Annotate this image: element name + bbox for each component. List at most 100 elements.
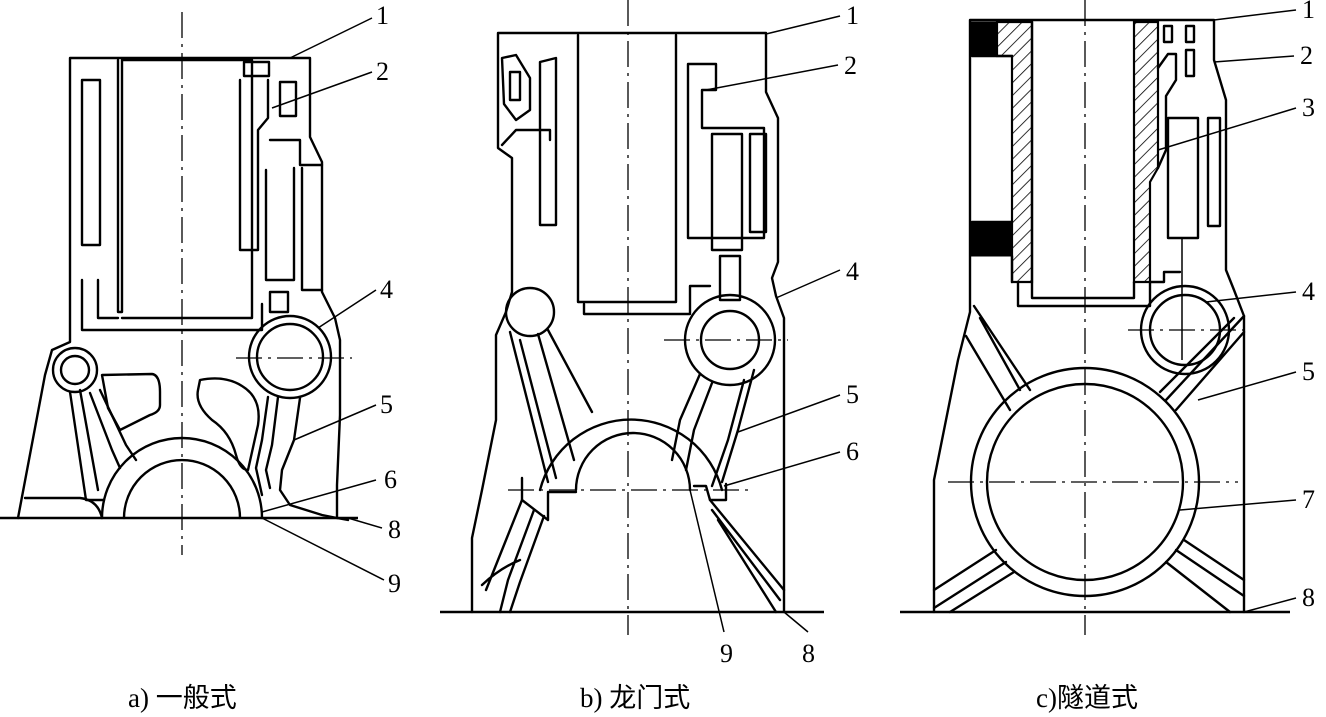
camshaft-bore-b-outer (683, 293, 777, 387)
camshaft-bore-c-inner (1148, 293, 1222, 367)
leader-a-2 (271, 71, 373, 109)
cylinder-bore-c (1016, 20, 1182, 308)
callout-a-9: 9 (388, 569, 401, 598)
gasket-bottom-c (970, 221, 1012, 257)
water-passage-c (1156, 52, 1178, 170)
callout-c-8: 8 (1302, 583, 1315, 612)
block-a-general: 1 2 4 5 6 8 9 (0, 1, 401, 598)
callout-a-2: 2 (376, 57, 389, 86)
base-sweep-a (23, 496, 104, 520)
oil-passage-b (718, 254, 742, 302)
callout-b-9: 9 (720, 639, 733, 668)
leader-a-1 (289, 17, 373, 59)
caption-a: a) 一般式 (128, 683, 237, 713)
main-bearing-a-inner (122, 458, 242, 520)
callout-c-3: 3 (1302, 93, 1315, 122)
leader-a-4 (317, 289, 377, 329)
leader-b-2 (705, 64, 839, 91)
callout-b-2: 2 (844, 51, 857, 80)
callout-b-1: 1 (846, 1, 859, 30)
rib-left-upper-c (964, 304, 1032, 412)
water-slot-c3 (1184, 48, 1196, 78)
rib-left-b (508, 328, 594, 484)
leader-a-6 (261, 479, 377, 513)
leader-b-8 (783, 611, 809, 633)
oil-passage-c2 (1206, 116, 1222, 228)
cylinder-bore-a (116, 58, 254, 320)
liner-flange-a (80, 278, 264, 332)
rib-left-a (68, 388, 138, 502)
leader-c-2 (1213, 55, 1295, 63)
rib-left-lower-c (932, 548, 1016, 614)
leader-a-5 (293, 404, 377, 441)
main-bearing-b-outer (538, 418, 724, 492)
leader-c-7 (1179, 499, 1297, 511)
callout-a-6: 6 (384, 465, 397, 494)
liner-wall-right-c (1132, 20, 1160, 284)
camshaft-bore-c-outer (1139, 284, 1231, 376)
block-b-outline (470, 31, 786, 614)
leader-c-1 (1213, 9, 1297, 21)
leader-b-1 (765, 15, 841, 35)
block-c-tunnel: 1 2 3 4 5 7 8 (900, 0, 1315, 635)
camshaft-bore-a-inner (255, 322, 325, 392)
callout-b-5: 5 (846, 380, 859, 409)
tunnel-bore-c-outer (969, 366, 1201, 598)
tunnel-bore-c-inner (985, 382, 1185, 582)
cylinder-bore-b (576, 33, 712, 316)
water-passage-a (238, 78, 298, 252)
water-jacket-b-left (500, 53, 558, 227)
rib-right-lower-c (1164, 538, 1246, 614)
block-c-outline (932, 18, 1246, 614)
callout-c-2: 2 (1300, 41, 1313, 70)
callout-c-5: 5 (1302, 357, 1315, 386)
camshaft-bore-a-outer (247, 314, 333, 400)
rib-right-b (670, 368, 756, 488)
leader-c-8 (1243, 597, 1297, 613)
callout-b-8: 8 (802, 639, 815, 668)
leader-b-9 (689, 489, 725, 633)
leader-a-9 (261, 517, 385, 581)
water-slot-c2 (1184, 24, 1196, 44)
water-jacket-slot-a2 (242, 60, 271, 78)
leader-c-3 (1157, 107, 1297, 151)
leader-b-5 (737, 394, 841, 433)
callout-a-4: 4 (380, 275, 393, 304)
gasket-top-c (970, 21, 998, 57)
oil-gallery-a-outer (51, 346, 99, 394)
water-jacket-a-right (264, 138, 324, 292)
block-a-outline (16, 56, 350, 522)
main-bearing-b-inner (574, 431, 692, 492)
callout-a-8: 8 (388, 515, 401, 544)
oil-passage-a (268, 290, 290, 314)
water-jacket-b-right (686, 62, 768, 252)
leader-c-5 (1197, 371, 1297, 401)
callout-b-6: 6 (846, 437, 859, 466)
rib-lower-right-b (708, 498, 786, 614)
camshaft-bore-b-inner (699, 309, 761, 371)
callout-a-1: 1 (376, 1, 389, 30)
callout-c-1: 1 (1302, 0, 1315, 24)
cavity-mid-a (196, 377, 260, 472)
rib-lower-left-b (480, 498, 546, 614)
water-slot-c1 (1162, 24, 1174, 44)
leader-b-4 (775, 269, 841, 299)
water-jacket-slot-a1 (80, 78, 102, 247)
cavity-left-a (100, 372, 162, 432)
leader-b-6 (723, 451, 841, 487)
leader-c-4 (1205, 291, 1297, 303)
oil-gallery-b (504, 286, 556, 338)
oil-passage-c1 (1166, 116, 1200, 240)
rib-right-a (254, 395, 339, 520)
main-bearing-a-outer (100, 436, 264, 520)
block-b-gantry: 1 2 4 5 6 9 8 (440, 0, 859, 668)
callout-c-7: 7 (1302, 485, 1315, 514)
oil-gallery-a-inner (59, 354, 91, 386)
liner-left-outer-c (970, 54, 1014, 284)
leader-a-8 (347, 517, 383, 529)
callout-a-5: 5 (380, 390, 393, 419)
caption-c: c)隧道式 (1036, 683, 1138, 713)
callout-b-4: 4 (846, 257, 859, 286)
rib-right-upper-c (1158, 314, 1246, 412)
